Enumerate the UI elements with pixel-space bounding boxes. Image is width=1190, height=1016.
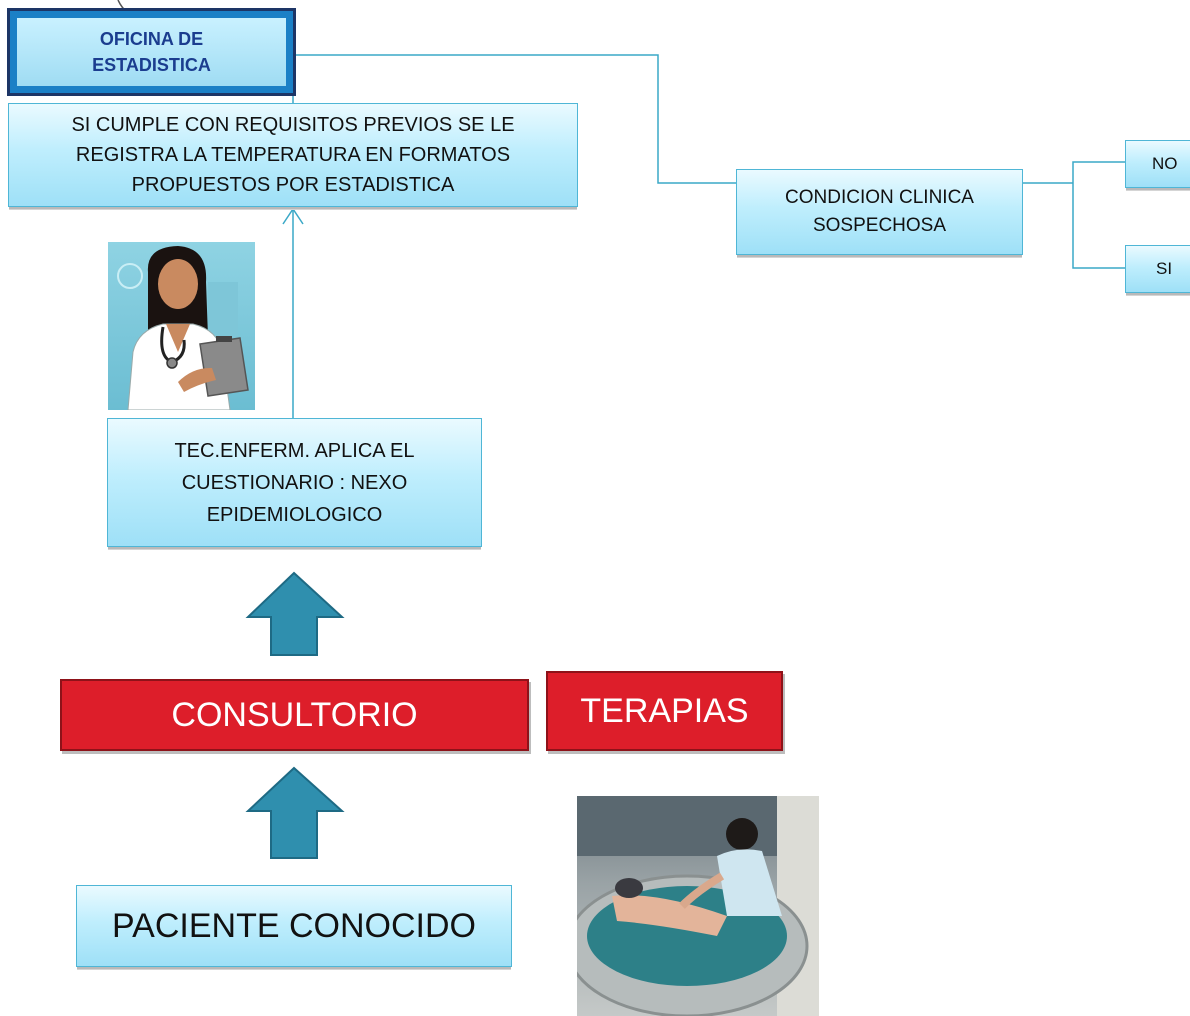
oficina-estadistica-box: OFICINA DE ESTADISTICA: [7, 8, 296, 96]
si-label: SI: [1156, 259, 1173, 278]
terapias-box: TERAPIAS: [546, 671, 783, 751]
registro-box: SI CUMPLE CON REQUISITOS PREVIOS SE LE R…: [8, 103, 578, 207]
no-label: NO: [1152, 154, 1178, 173]
tecnico-enfermeria-box: TEC.ENFERM. APLICA EL CUESTIONARIO : NEX…: [107, 418, 482, 547]
connector-oficina-condicion: [296, 54, 736, 184]
connector-branch-no: [1072, 161, 1125, 183]
terapias-label: TERAPIAS: [580, 691, 749, 730]
arrowhead-registro: [282, 207, 304, 225]
doctor-svg: [117, 246, 249, 410]
tecnico-label: TEC.ENFERM. APLICA EL CUESTIONARIO : NEX…: [174, 439, 415, 526]
up-arrow-paciente-consultorio: [245, 766, 345, 859]
condicion-label: CONDICION CLINICA SOSPECHOSA: [785, 187, 974, 236]
connector-branch-si: [1072, 183, 1125, 269]
oficina-inner: OFICINA DE ESTADISTICA: [17, 18, 286, 86]
si-box: SI: [1125, 245, 1190, 293]
registro-label: SI CUMPLE CON REQUISITOS PREVIOS SE LE R…: [71, 114, 515, 196]
consultorio-label: CONSULTORIO: [171, 695, 418, 734]
paciente-conocido-box: PACIENTE CONOCIDO: [76, 885, 512, 967]
hydrotherapy-photo: [577, 796, 819, 1016]
consultorio-box: CONSULTORIO: [60, 679, 529, 751]
up-arrow-consultorio-tecnico: [245, 571, 345, 656]
no-box: NO: [1125, 140, 1190, 188]
therapy-svg: [577, 796, 819, 1016]
paciente-label: PACIENTE CONOCIDO: [112, 906, 476, 945]
doctor-illustration: [108, 242, 255, 410]
condicion-clinica-box: CONDICION CLINICA SOSPECHOSA: [736, 169, 1023, 255]
oficina-label: OFICINA DE ESTADISTICA: [92, 29, 211, 75]
